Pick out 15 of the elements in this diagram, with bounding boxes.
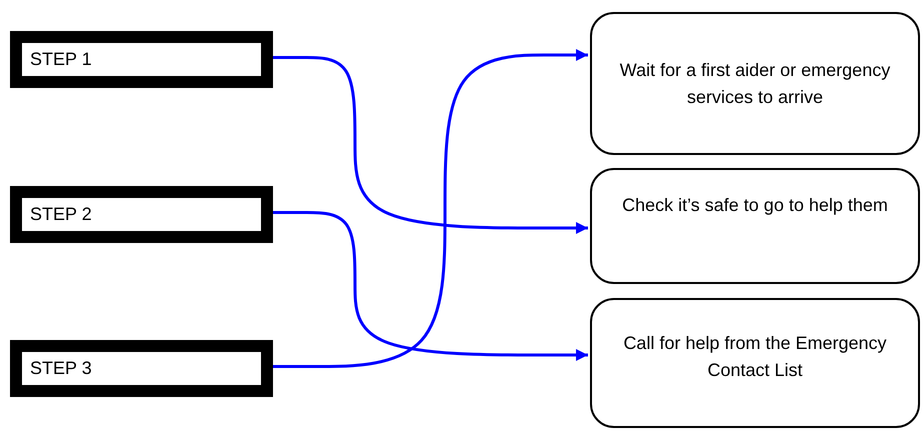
curved-arrow: [273, 49, 588, 368]
step-label: STEP 3: [30, 357, 92, 380]
step-box: [10, 340, 273, 397]
step-box: [10, 31, 273, 88]
instruction-box: [590, 298, 920, 428]
instruction-text: Check it’s safe to go to help them: [622, 194, 888, 217]
curved-arrow: [273, 56, 588, 234]
step-box: [10, 186, 273, 243]
step-label: STEP 2: [30, 203, 92, 226]
curved-arrow: [273, 211, 588, 361]
step-label: STEP 1: [30, 48, 92, 71]
instruction-text: Call for help from the Emergency Contact List: [622, 332, 888, 382]
instruction-text: Wait for a first aider or emergency services to arrive: [618, 58, 892, 108]
instruction-box: [590, 12, 920, 155]
instruction-box: [590, 168, 920, 284]
